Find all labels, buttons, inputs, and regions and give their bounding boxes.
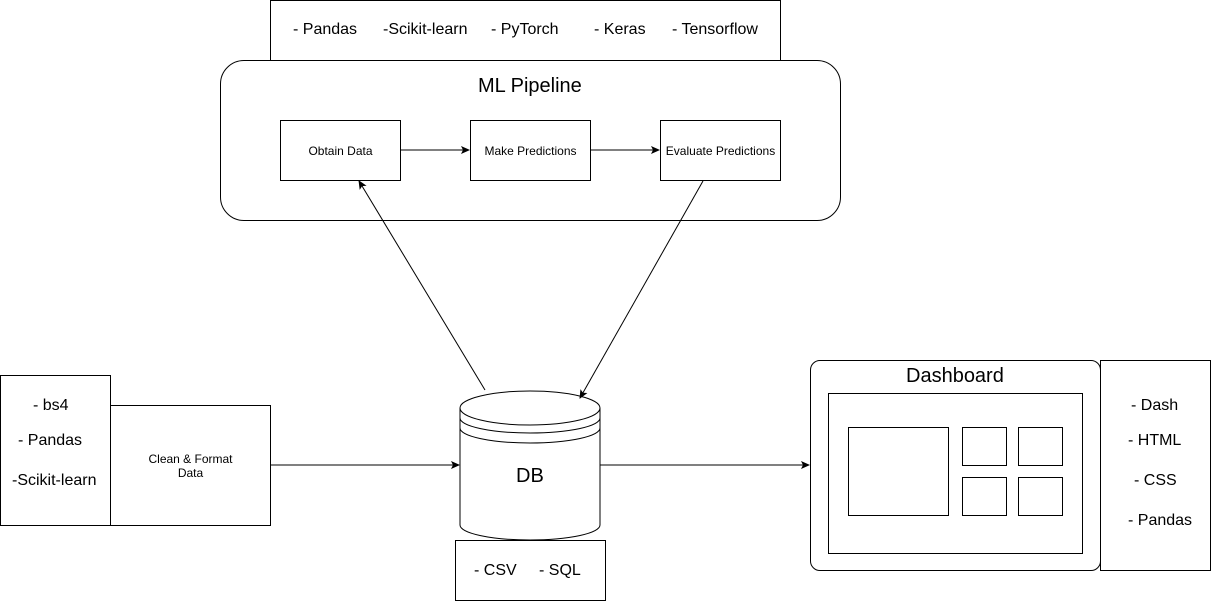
dashboard-tool-pandas: - Pandas <box>1128 512 1193 529</box>
dashboard-tools-box <box>1100 360 1211 571</box>
dashboard-tool-html: - HTML <box>1128 432 1182 449</box>
scrape-tool-pandas: - Pandas <box>18 432 83 449</box>
ml-pipeline-title: ML Pipeline <box>478 75 582 97</box>
db-label: DB <box>516 465 544 487</box>
dashboard-panel-small-3 <box>962 477 1007 516</box>
dashboard-tool-dash: - Dash <box>1131 397 1179 414</box>
obtain-data-box: Obtain Data <box>280 120 401 181</box>
ml-tool-pandas: - Pandas <box>293 21 358 38</box>
evaluate-predictions-label: Evaluate Predictions <box>665 143 776 158</box>
dashboard-panel-small-1 <box>962 427 1007 466</box>
ml-tool-tensorflow: - Tensorflow <box>672 21 758 38</box>
evaluate-predictions-box: Evaluate Predictions <box>660 120 781 181</box>
db-format-csv: - CSV <box>474 562 517 579</box>
clean-format-box: Clean & Format Data <box>110 405 271 526</box>
scrape-tools-box <box>0 375 111 526</box>
ml-tools-box <box>270 0 781 61</box>
make-predictions-box: Make Predictions <box>470 120 591 181</box>
clean-format-label-line2: Data <box>177 465 204 480</box>
ml-tool-sklearn: -Scikit-learn <box>383 21 468 38</box>
ml-tool-keras: - Keras <box>594 21 646 38</box>
db-cylinder <box>459 390 601 541</box>
dashboard-panel-small-2 <box>1018 427 1063 466</box>
arrow-db-to-obtain <box>358 180 486 391</box>
obtain-data-label: Obtain Data <box>308 143 373 158</box>
db-format-sql: - SQL <box>539 562 581 579</box>
ml-tool-pytorch: - PyTorch <box>491 21 559 38</box>
scrape-tool-sklearn: -Scikit-learn <box>12 472 97 489</box>
dashboard-panel-large <box>848 427 949 516</box>
scrape-tool-bs4: - bs4 <box>33 397 69 414</box>
dashboard-tool-css: - CSS <box>1134 472 1177 489</box>
dashboard-title: Dashboard <box>906 365 1004 387</box>
make-predictions-label: Make Predictions <box>484 143 577 158</box>
dashboard-panel-small-4 <box>1018 477 1063 516</box>
clean-format-label-line1: Clean & Format <box>148 451 233 466</box>
arrow-evaluate-to-db <box>579 180 704 399</box>
